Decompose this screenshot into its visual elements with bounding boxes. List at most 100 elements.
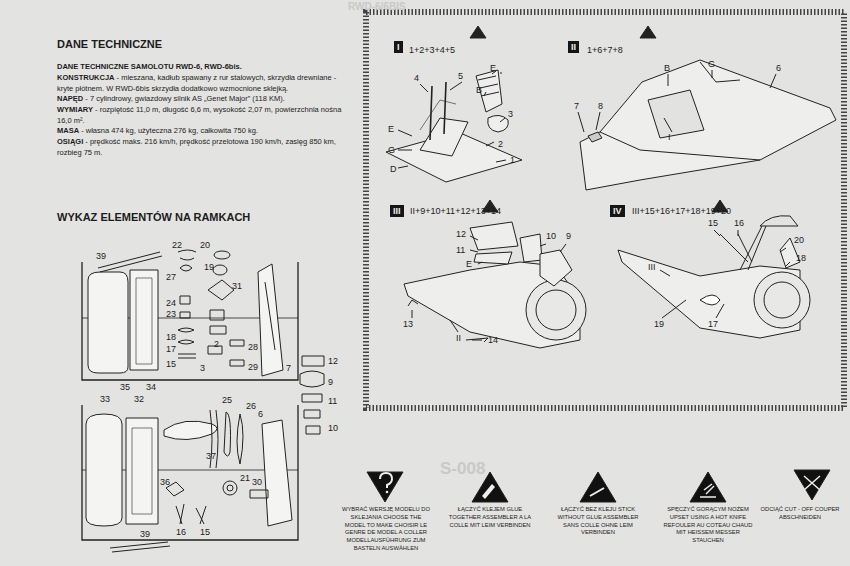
callout-number: 20 bbox=[794, 235, 804, 245]
spec-paragraph: WYMIARY - rozpiętość 11,0 m, długość 6,6… bbox=[57, 105, 349, 126]
callout-block: 15 bbox=[166, 360, 176, 369]
callout-number: 26 bbox=[246, 401, 256, 411]
callout-block: 20 bbox=[200, 241, 210, 250]
callout-number: G bbox=[388, 145, 395, 155]
callout-block: 39 bbox=[140, 530, 150, 539]
watermark: RWD-6/6BIS bbox=[348, 1, 406, 12]
legend-entry: SPĘCZYĆ GORĄCYM NOŻEM UPSET USING A HOT … bbox=[662, 506, 754, 545]
callout-block: 21 bbox=[240, 474, 250, 483]
callout-block: 32 bbox=[134, 395, 144, 404]
callout-number: D bbox=[390, 164, 397, 174]
callout-number: 12 bbox=[328, 356, 338, 366]
callout-block: 1 bbox=[510, 156, 515, 165]
legend-entry: ŁĄCZYĆ KLEJEM GLUE TOGETHER ASSEMBLER A … bbox=[444, 506, 536, 529]
callout-number: 9 bbox=[328, 377, 333, 387]
callout-block: 23 bbox=[166, 310, 176, 319]
legend-entry: WYBRAĆ WERSJĘ MODELU DO SKLEJANIA CHOOSE… bbox=[340, 506, 432, 553]
callout-block: 6 bbox=[258, 410, 263, 419]
callout-block: 31 bbox=[232, 282, 242, 291]
spec-paragraph: KONSTRUKCJA - mieszana, kadłub spawany z… bbox=[57, 73, 349, 94]
callout-number: 35 bbox=[120, 382, 130, 392]
heading-block: WYKAZ ELEMENTÓW NA RAMKACH bbox=[57, 212, 250, 223]
callout-number: 30 bbox=[252, 477, 262, 487]
spec-keyword: WYMIARY bbox=[57, 105, 93, 114]
callout-number: 16 bbox=[734, 218, 744, 228]
callout-block: 11 bbox=[328, 397, 337, 406]
callout-number: 19 bbox=[654, 319, 664, 329]
legend-text: WYBRAĆ WERSJĘ MODELU DO SKLEJANIA CHOOSE… bbox=[342, 506, 430, 551]
callout-block: 27 bbox=[166, 273, 176, 282]
callout-block: 11 bbox=[456, 246, 465, 255]
callout-number: B bbox=[476, 85, 482, 95]
callout-block: 6 bbox=[776, 64, 781, 73]
callout-number: 2 bbox=[498, 139, 503, 149]
spec-keyword: OSIĄGI bbox=[57, 137, 83, 146]
callout-number: 25 bbox=[222, 395, 232, 405]
callout-block: E bbox=[466, 260, 472, 269]
callout-block: 3 bbox=[508, 110, 513, 119]
callout-block: 1+2+3+4+5 bbox=[409, 46, 455, 55]
callout-number: 21 bbox=[240, 473, 250, 483]
callout-block: 14 bbox=[488, 336, 498, 345]
step-marker: III bbox=[390, 207, 404, 216]
callout-number: 36 bbox=[160, 477, 170, 487]
page-title: DANE TECHNICZNE bbox=[57, 38, 162, 50]
callout-block: 9 bbox=[566, 232, 571, 241]
callout-number: 1+6+7+8 bbox=[587, 45, 623, 55]
callout-block: 19 bbox=[204, 263, 214, 272]
spec-keyword: NAPĘD bbox=[57, 94, 83, 103]
callout-block: 37 bbox=[206, 452, 216, 461]
step-number: III bbox=[390, 205, 404, 217]
spec-text: - 7 cylindrowy, gwiazdowy silnik AS „Gen… bbox=[85, 94, 284, 103]
callout-block: 10 bbox=[546, 232, 556, 241]
callout-number: 7 bbox=[574, 101, 579, 111]
callout-block: 25 bbox=[222, 396, 232, 405]
callout-block: 34 bbox=[146, 383, 156, 392]
callout-number: 32 bbox=[134, 394, 144, 404]
callout-number: I bbox=[668, 132, 671, 142]
callout-block: 9 bbox=[328, 378, 333, 387]
callout-block: D bbox=[390, 165, 397, 174]
callout-number: 10 bbox=[328, 423, 338, 433]
callout-number: G bbox=[708, 59, 715, 69]
callout-number: 28 bbox=[248, 342, 258, 352]
callout-block: 7 bbox=[574, 102, 579, 111]
step-number: I bbox=[394, 41, 403, 53]
callout-number: 18 bbox=[166, 332, 176, 342]
callout-number: 5 bbox=[458, 71, 463, 81]
watermark: S-008 bbox=[440, 459, 485, 478]
callout-block: 30 bbox=[252, 478, 262, 487]
callout-block: 12 bbox=[328, 357, 338, 366]
callout-block: 2 bbox=[498, 140, 503, 149]
callout-block: 2 bbox=[214, 340, 219, 349]
callout-block: 10 bbox=[328, 424, 338, 433]
callout-number: 7 bbox=[286, 363, 291, 373]
callout-block: 26 bbox=[246, 402, 256, 411]
callout-block: 39 bbox=[96, 252, 106, 261]
legend-text: ŁĄCZYĆ KLEJEM GLUE TOGETHER ASSEMBLER A … bbox=[449, 506, 531, 528]
callout-block: G bbox=[708, 60, 715, 69]
callout-block: B bbox=[664, 64, 670, 73]
callout-number: 4 bbox=[414, 73, 419, 83]
callout-number: 34 bbox=[146, 382, 156, 392]
title-block: DANE TECHNICZNE bbox=[57, 38, 162, 50]
callout-block: 20 bbox=[794, 236, 804, 245]
legend-text: SPĘCZYĆ GORĄCYM NOŻEM UPSET USING A HOT … bbox=[664, 506, 753, 543]
step-number: II bbox=[568, 41, 579, 53]
watermark-block: S-008 bbox=[440, 460, 485, 477]
callout-number: 3 bbox=[200, 363, 205, 373]
spec-paragraph: DANE TECHNICZNE SAMOLOTU RWD-6, RWD-6bis… bbox=[57, 62, 349, 73]
callout-number: 23 bbox=[166, 309, 176, 319]
callout-block: 5 bbox=[458, 72, 463, 81]
callout-block: B bbox=[476, 86, 482, 95]
callout-block: 13 bbox=[403, 320, 413, 329]
callout-block: 19 bbox=[654, 320, 664, 329]
callout-number: 6 bbox=[776, 63, 781, 73]
callout-number: 22 bbox=[172, 240, 182, 250]
callout-block: 24 bbox=[166, 299, 176, 308]
callout-block: E bbox=[388, 125, 394, 134]
callout-number: 15 bbox=[166, 359, 176, 369]
callout-block: II bbox=[456, 334, 461, 343]
callout-block: 15 bbox=[200, 528, 210, 537]
spec-text: - rozpiętość 11,0 m, długość 6,6 m, wyso… bbox=[57, 105, 341, 125]
